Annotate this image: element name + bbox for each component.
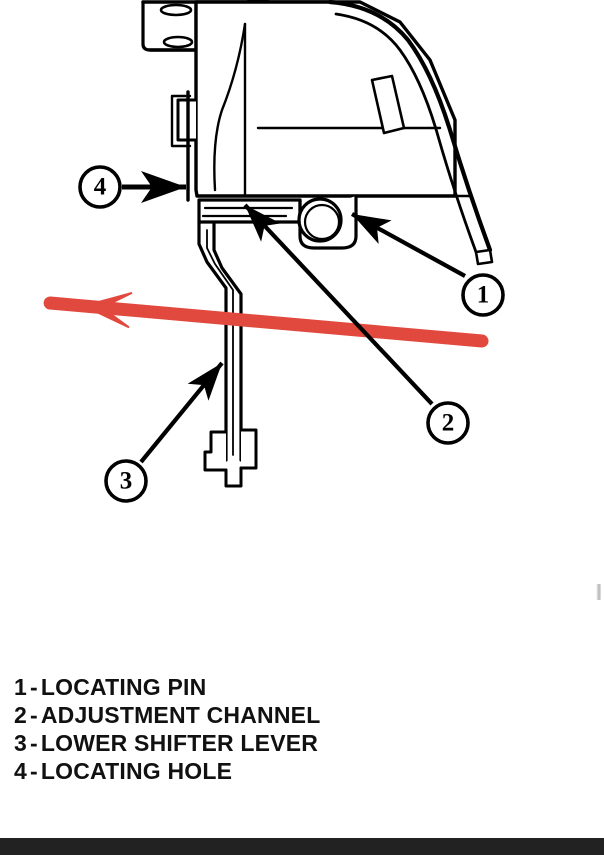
callout-4-circle [78, 165, 122, 209]
callout-bubbles: 1 2 3 4 [78, 165, 505, 503]
legend-item-4-number: 4 [14, 758, 27, 784]
leader-line-1 [350, 212, 467, 278]
rod-collar [370, 74, 406, 135]
left-flange-outer [170, 94, 192, 148]
curved-rod-end-cap [474, 248, 494, 266]
mechanical-diagram: 1 2 3 4 [43, 0, 505, 503]
leader-line-3 [139, 361, 224, 464]
diagram-canvas: 1 2 3 4 [43, 0, 505, 503]
lever-inner-line [206, 229, 234, 456]
lever-tip [224, 466, 243, 488]
callout-2[interactable]: 2 [426, 401, 470, 445]
bracket-slot-upper-left [159, 3, 193, 17]
legend-item-1-label: LOCATING PIN [40, 674, 207, 700]
lever-foot-bracket [203, 430, 228, 472]
callout-1-label: 1 [477, 282, 490, 309]
callout-4-label: 4 [94, 174, 107, 201]
red-arrow-head [83, 292, 133, 328]
legend-item-3: 3-LOWER SHIFTER LEVER [14, 729, 434, 757]
leader-line-2 [243, 203, 434, 406]
red-direction-arrow [43, 292, 489, 348]
legend-item-2-number: 2 [14, 702, 27, 728]
lever-foot-right [239, 428, 258, 470]
legend-item-3-label: LOWER SHIFTER LEVER [40, 730, 319, 756]
shifter-housing-body [194, 0, 457, 198]
bracket-slot-lower-left [162, 35, 194, 49]
bottom-dark-band [0, 838, 604, 855]
callout-1[interactable]: 1 [461, 273, 505, 317]
legend-item-3-number: 3 [14, 730, 27, 756]
callout-2-label: 2 [442, 410, 455, 437]
callout-2-circle [426, 401, 470, 445]
red-arrow-shaft [43, 296, 489, 348]
locating-pin-circle-inner [303, 203, 341, 241]
legend-item-2: 2-ADJUSTMENT CHANNEL [14, 701, 434, 729]
legend-item-4-label: LOCATING HOLE [40, 758, 233, 784]
legend-item-4-separator: - [30, 758, 38, 784]
callout-1-circle [461, 273, 505, 317]
lower-shifter-lever-right-edge [212, 222, 243, 462]
legend-item-1: 1-LOCATING PIN [14, 673, 434, 701]
callout-3-label: 3 [120, 468, 133, 495]
callout-4[interactable]: 4 [78, 165, 122, 209]
callout-3-circle [104, 459, 148, 503]
legend-list: 1-LOCATING PIN 2-ADJUSTMENT CHANNEL 3-LO… [14, 673, 434, 785]
curved-rod-inner [334, 12, 478, 254]
edge-artifact-mark [596, 584, 601, 600]
shifter-assembly-linework [141, 0, 494, 488]
legend-item-3-separator: - [30, 730, 38, 756]
legend-item-2-separator: - [30, 702, 38, 728]
legend-item-1-number: 1 [14, 674, 27, 700]
lower-shifter-lever-left-edge [197, 220, 228, 462]
housing-contour-curve [213, 22, 247, 192]
callout-3[interactable]: 3 [104, 459, 148, 503]
callout-leaders [122, 170, 467, 464]
legend-item-1-separator: - [30, 674, 38, 700]
legend-item-2-label: ADJUSTMENT CHANNEL [40, 702, 321, 728]
legend-item-4: 4-LOCATING HOLE [14, 757, 434, 785]
